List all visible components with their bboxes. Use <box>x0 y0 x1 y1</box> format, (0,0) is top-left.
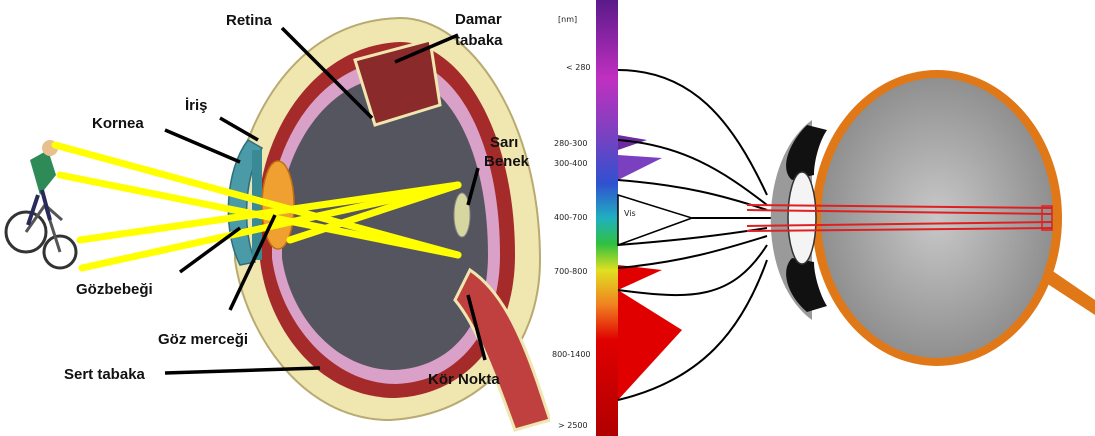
label-sari-benek-line1: Sarı <box>490 134 518 151</box>
label-retina: Retina <box>226 12 273 29</box>
ir-wedge-2 <box>618 290 682 400</box>
tick-800-1400: 800-1400 <box>552 350 591 359</box>
wavelength-svg: [nm] < 280 280-300 300-400 400-700 700-8… <box>552 0 1095 436</box>
uv-wedge-2 <box>618 155 662 180</box>
label-goz-mercegi: Göz merceği <box>158 331 248 348</box>
cyclist-figure <box>6 140 76 268</box>
label-damar-tabaka-line1: Damar <box>455 11 502 28</box>
tick-280-300: 280-300 <box>554 139 587 148</box>
tick-400-700: 400-700 <box>554 213 587 222</box>
tick-700-800: 700-800 <box>554 267 587 276</box>
fovea-spot <box>454 193 470 237</box>
lens-right <box>788 172 816 264</box>
scale-unit-label: [nm] <box>558 15 577 24</box>
tick-300-400: 300-400 <box>554 159 587 168</box>
spectrum-bar <box>596 0 618 436</box>
label-gozbebegi: Gözbebeği <box>76 281 153 298</box>
label-iris: İriş <box>185 97 208 114</box>
label-damar-tabaka-line2: tabaka <box>455 32 503 49</box>
eye-anatomy-diagram: Retina Damar tabaka İriş Kornea Sarı Ben… <box>0 0 550 436</box>
ir-wedge-1 <box>618 265 662 290</box>
eye-anatomy-svg: Retina Damar tabaka İriş Kornea Sarı Ben… <box>0 0 550 436</box>
label-kor-nokta: Kör Nokta <box>428 371 500 388</box>
label-kornea: Kornea <box>92 115 144 132</box>
visible-wedge <box>618 195 692 245</box>
label-sert-tabaka: Sert tabaka <box>64 366 146 383</box>
label-sari-benek-line2: Benek <box>484 153 530 170</box>
tick-lt-280: < 280 <box>566 63 591 72</box>
visible-label: Vis <box>624 209 636 218</box>
tick-gt-2500: > 2500 <box>558 421 588 430</box>
wavelength-eye-diagram: [nm] < 280 280-300 300-400 400-700 700-8… <box>552 0 1095 436</box>
eye-inner-ball <box>821 78 1053 358</box>
